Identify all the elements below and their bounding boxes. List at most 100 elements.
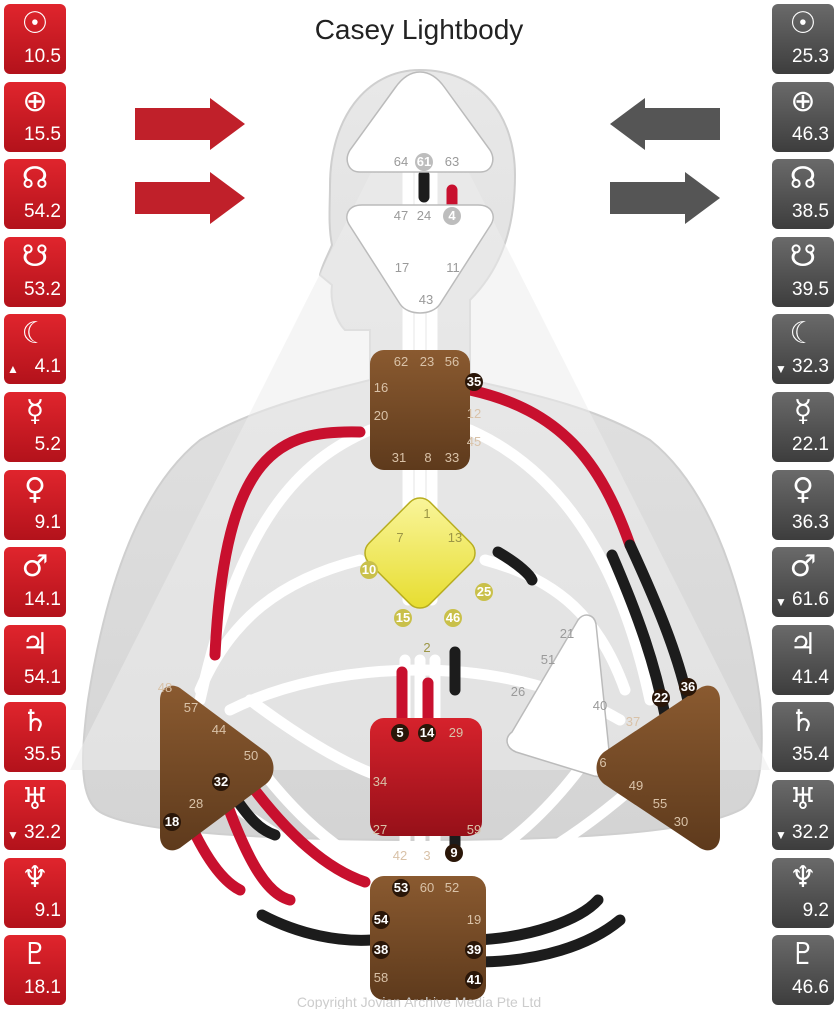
gate-63: 63	[445, 154, 459, 169]
gate-64: 64	[394, 154, 408, 169]
personality-earth-tile[interactable]: ⊕46.3	[772, 81, 834, 152]
gate-19: 19	[467, 912, 481, 927]
gate-17: 17	[395, 260, 409, 275]
personality-south-node-tile[interactable]: ☋39.5	[772, 236, 834, 307]
gate-36: 36	[681, 679, 695, 694]
arrow-down-icon: ▼	[775, 362, 787, 377]
neptune-icon: ♆	[789, 859, 817, 895]
gate-51: 51	[541, 652, 555, 667]
arrow-down-icon: ▼	[775, 595, 787, 610]
gate-9: 9	[450, 845, 457, 860]
planet-value: 38.5	[792, 201, 829, 223]
venus-icon: ♀	[792, 471, 814, 507]
personality-saturn-tile[interactable]: ♄35.4	[772, 702, 834, 773]
design-venus-tile[interactable]: ♀9.1	[4, 469, 66, 540]
gate-58: 58	[374, 970, 388, 985]
gate-41: 41	[467, 972, 481, 987]
personality-jupiter-tile[interactable]: ♃41.4	[772, 624, 834, 695]
gate-35-marker	[465, 373, 483, 391]
gate-45: 45	[467, 434, 481, 449]
pluto-icon: ♇	[789, 937, 817, 973]
design-uranus-tile[interactable]: ♅32.2▼	[4, 779, 66, 850]
personality-venus-tile[interactable]: ♀36.3	[772, 469, 834, 540]
gate-60: 60	[420, 880, 434, 895]
sacral-center	[370, 718, 482, 836]
gate-56: 56	[445, 354, 459, 369]
mercury-icon: ☿	[25, 393, 45, 429]
gate-50: 50	[244, 748, 258, 763]
spleen-center	[160, 685, 274, 851]
design-south-node-tile[interactable]: ☋ 53.2	[4, 236, 66, 307]
gate-14: 14	[420, 725, 435, 740]
earth-icon: ⊕	[22, 83, 48, 119]
north-node-icon: ☊	[21, 161, 49, 197]
personality-uranus-tile[interactable]: ♅ 32.2 ▼	[772, 779, 834, 850]
gate-20: 20	[374, 408, 388, 423]
gate-23: 23	[420, 354, 434, 369]
planet-value: 53.2	[24, 278, 61, 300]
sun-icon: ☉	[21, 6, 49, 41]
design-saturn-tile[interactable]: ♄35.5	[4, 702, 66, 773]
mars-icon: ♂	[21, 549, 49, 585]
personality-mars-tile[interactable]: ♂61.6▼	[772, 547, 834, 618]
planet-value: 32.2	[792, 821, 829, 843]
gate-32: 32	[214, 774, 228, 789]
gate-30: 30	[674, 814, 688, 829]
design-north-node-tile[interactable]: ☊54.2	[4, 159, 66, 230]
gate-61: 61	[417, 154, 431, 169]
planet-value: 41.4	[792, 666, 829, 688]
design-mars-tile[interactable]: ♂14.1	[4, 547, 66, 618]
planet-value: 5.2	[34, 433, 61, 455]
design-moon-tile[interactable]: ☾4.1▲	[4, 314, 66, 385]
design-neptune-tile[interactable]: ♆9.1	[4, 857, 66, 928]
gate-53-marker	[392, 879, 410, 897]
gate-39: 39	[467, 942, 481, 957]
gate-3: 3	[423, 848, 430, 863]
moon-icon: ☾	[21, 316, 49, 352]
gate-18-marker	[163, 813, 181, 831]
gate-38-marker	[372, 941, 390, 959]
gate-29: 29	[449, 725, 463, 740]
design-earth-tile[interactable]: ⊕ 15.5	[4, 81, 66, 152]
planet-value: 15.5	[24, 123, 61, 145]
personality-moon-tile[interactable]: ☾ 32.3 ▼	[772, 314, 834, 385]
chart-title: Casey Lightbody	[314, 14, 524, 45]
gate-15-marker	[394, 609, 412, 627]
gate-12: 12	[467, 406, 481, 421]
planet-value: 4.1	[34, 356, 61, 378]
design-arrow-bottom	[135, 172, 245, 224]
uranus-icon: ♅	[789, 781, 817, 817]
gate-6: 6	[599, 755, 606, 770]
gate-1: 1	[423, 506, 430, 521]
south-node-icon: ☋	[21, 238, 49, 274]
personality-pluto-tile[interactable]: ♇46.6	[772, 935, 834, 1006]
personality-neptune-tile[interactable]: ♆9.2	[772, 857, 834, 928]
jupiter-icon: ♃	[21, 626, 49, 662]
gate-47: 47	[394, 208, 408, 223]
personality-north-node-tile[interactable]: ☊38.5	[772, 159, 834, 230]
design-mercury-tile[interactable]: ☿ 5.2	[4, 391, 66, 462]
gate-24: 24	[417, 208, 431, 223]
design-jupiter-tile[interactable]: ♃54.1	[4, 624, 66, 695]
planet-value: 32.3	[792, 356, 829, 378]
arrow-down-icon: ▼	[775, 827, 787, 842]
gate-5: 5	[396, 725, 403, 740]
design-arrow-top	[135, 98, 245, 150]
gate-26: 26	[511, 684, 525, 699]
gate-15: 15	[396, 610, 410, 625]
arrow-down-icon: ▼	[7, 827, 19, 842]
personality-mercury-tile[interactable]: ☿22.1	[772, 391, 834, 462]
gate-40: 40	[593, 698, 607, 713]
gate-54: 54	[374, 912, 389, 927]
design-pluto-tile[interactable]: ♇18.1	[4, 935, 66, 1006]
gate-14-marker	[418, 724, 436, 742]
gate-34: 34	[373, 774, 387, 789]
gate-31: 31	[392, 450, 406, 465]
planet-value: 39.5	[792, 278, 829, 300]
throat-center	[370, 350, 470, 470]
gate-5-marker	[391, 724, 409, 742]
personality-sun-tile[interactable]: ☉25.3	[772, 4, 834, 74]
moon-icon: ☾	[789, 316, 817, 352]
design-sun-tile[interactable]: ☉10.5	[4, 4, 66, 74]
mars-icon: ♂	[789, 549, 817, 585]
